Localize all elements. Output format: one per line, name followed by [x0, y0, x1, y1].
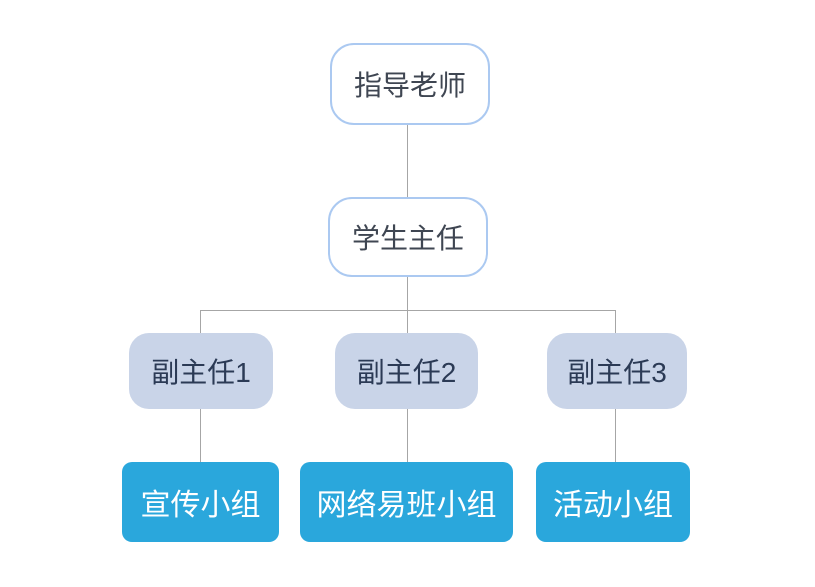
connector-director-stem	[407, 277, 408, 310]
node-activity-group[interactable]: 活动小组	[536, 462, 690, 542]
node-deputy-director-1-label: 副主任1	[151, 357, 251, 388]
node-publicity-group-label: 宣传小组	[140, 489, 261, 522]
connector-branch-to-deputy-2	[407, 310, 408, 333]
node-student-director[interactable]: 学生主任	[328, 197, 488, 277]
connector-root-to-director	[407, 125, 408, 197]
connector-deputy1-to-group1	[200, 409, 201, 462]
connector-branch-to-deputy-1	[200, 310, 201, 333]
connector-branch-horizontal	[200, 310, 616, 311]
node-deputy-director-3[interactable]: 副主任3	[547, 333, 687, 409]
node-guiding-teacher-label: 指导老师	[353, 70, 466, 101]
node-deputy-director-2[interactable]: 副主任2	[335, 333, 478, 409]
node-network-yiban-group[interactable]: 网络易班小组	[300, 462, 513, 542]
node-deputy-director-1[interactable]: 副主任1	[129, 333, 273, 409]
node-activity-group-label: 活动小组	[553, 489, 673, 522]
node-publicity-group[interactable]: 宣传小组	[122, 462, 279, 542]
node-guiding-teacher[interactable]: 指导老师	[330, 43, 490, 125]
node-network-yiban-group-label: 网络易班小组	[316, 489, 497, 522]
node-deputy-director-2-label: 副主任2	[356, 357, 457, 388]
node-student-director-label: 学生主任	[351, 223, 464, 254]
connector-branch-to-deputy-3	[615, 310, 616, 333]
connector-deputy2-to-group2	[407, 409, 408, 462]
node-deputy-director-3-label: 副主任3	[567, 357, 667, 388]
connector-deputy3-to-group3	[615, 409, 616, 462]
